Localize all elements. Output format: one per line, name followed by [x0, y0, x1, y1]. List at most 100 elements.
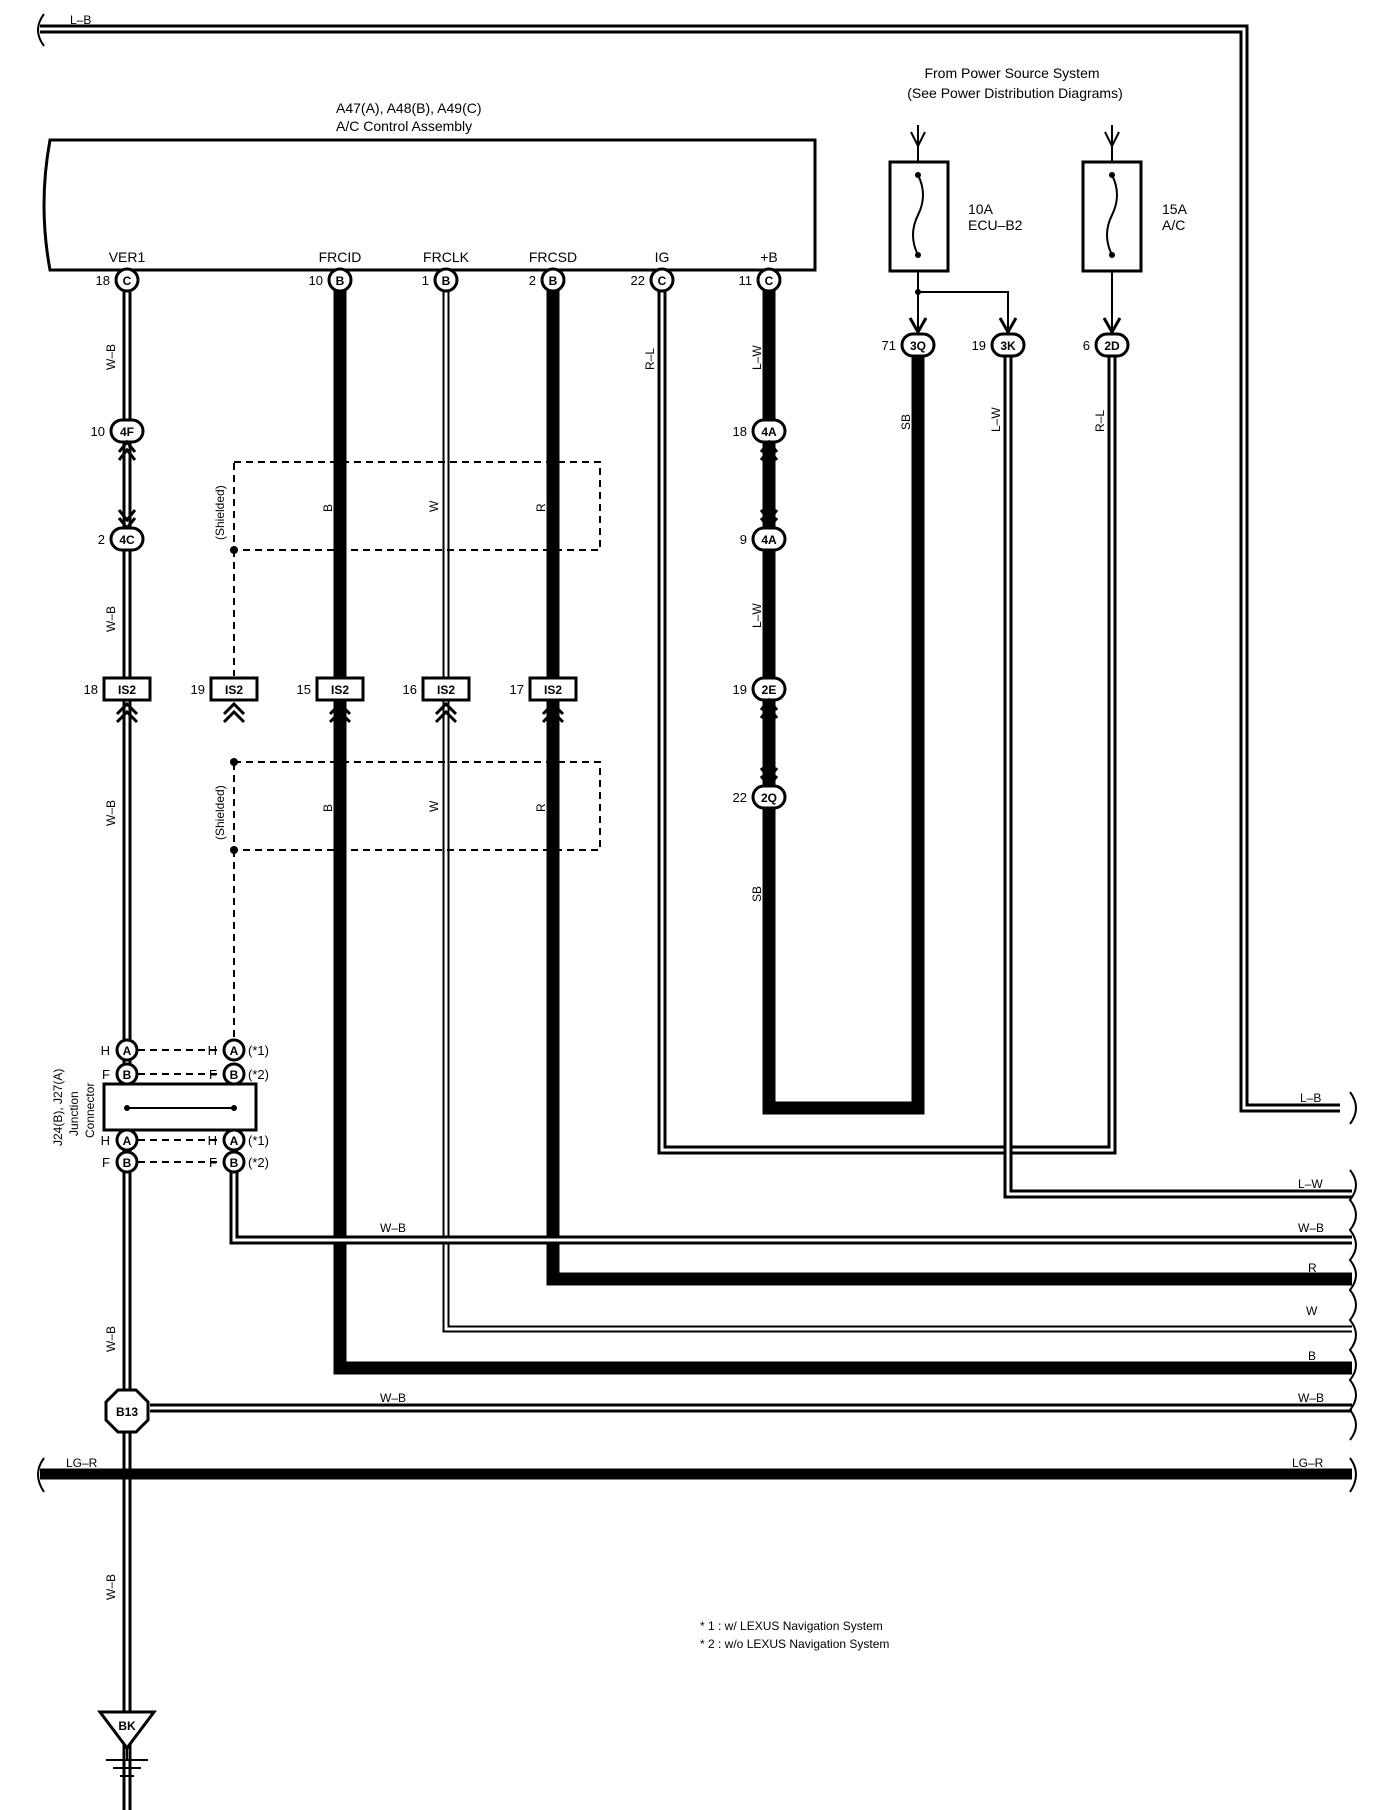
svg-text:F: F	[102, 1155, 110, 1170]
svg-text:W–B: W–B	[380, 1221, 406, 1235]
wire-ig-r-l	[657, 290, 1117, 1155]
svg-text:(*2): (*2)	[248, 1155, 269, 1170]
svg-text:W–B: W–B	[104, 344, 118, 370]
svg-text:B: B	[336, 274, 345, 288]
svg-text:B: B	[123, 1068, 132, 1082]
shielded-label-bottom: (Shielded)	[213, 785, 227, 840]
note-1: * 1 : w/ LEXUS Navigation System	[700, 1619, 883, 1633]
svg-text:W–B: W–B	[1298, 1391, 1324, 1405]
assembly-title-1: A47(A), A48(B), A49(C)	[336, 100, 482, 116]
svg-text:IS2: IS2	[331, 683, 349, 697]
wire-frclk-w	[442, 290, 1352, 1333]
note-2: * 2 : w/o LEXUS Navigation System	[700, 1637, 889, 1651]
svg-text:ECU–B2: ECU–B2	[968, 217, 1023, 233]
svg-text:B: B	[230, 1156, 239, 1170]
fuse-15a-ac: 15A A/C	[1081, 160, 1188, 273]
wire-frcid-b	[333, 290, 1352, 1375]
svg-text:A: A	[230, 1044, 239, 1058]
svg-text:A: A	[230, 1134, 239, 1148]
svg-text:A: A	[123, 1134, 132, 1148]
svg-text:15: 15	[297, 682, 311, 697]
svg-text:R: R	[534, 803, 548, 812]
svg-text:BK: BK	[118, 1719, 136, 1733]
svg-text:10: 10	[309, 273, 323, 288]
svg-text:71: 71	[882, 338, 896, 353]
shield-boxes	[138, 461, 601, 1163]
svg-text:2: 2	[98, 532, 105, 547]
svg-text:18: 18	[84, 682, 98, 697]
terminal-pin-plus-b: C 11	[739, 267, 782, 293]
svg-text:4F: 4F	[120, 425, 134, 439]
connector-2d: 2D 6	[1083, 332, 1130, 358]
svg-text:11: 11	[739, 273, 753, 288]
junction-line3: Connector	[83, 1083, 97, 1138]
wire-plus-b	[762, 290, 925, 1115]
svg-text:10: 10	[91, 424, 105, 439]
ac-control-assembly: A47(A), A48(B), A49(C) A/C Control Assem…	[42, 100, 817, 293]
connector-4f: 4F 10	[91, 418, 145, 444]
svg-text:B: B	[442, 274, 451, 288]
svg-text:4A: 4A	[761, 533, 777, 547]
svg-text:(*1): (*1)	[248, 1133, 269, 1148]
svg-text:19: 19	[191, 682, 205, 697]
svg-text:A/C: A/C	[1162, 217, 1185, 233]
svg-text:B: B	[549, 274, 558, 288]
svg-text:R–L: R–L	[1093, 410, 1107, 432]
svg-text:2E: 2E	[762, 683, 777, 697]
svg-text:L–W: L–W	[750, 345, 764, 370]
connector-3q: 3Q 71	[882, 332, 936, 358]
svg-text:3K: 3K	[1000, 339, 1016, 353]
svg-text:W: W	[427, 800, 441, 812]
splice-b13: B13	[104, 1388, 150, 1434]
svg-text:B: B	[230, 1068, 239, 1082]
terminal-name-frcid: FRCID	[319, 249, 362, 265]
svg-text:(*1): (*1)	[248, 1043, 269, 1058]
svg-text:W: W	[427, 500, 441, 512]
terminal-name-plus-b: +B	[760, 249, 778, 265]
svg-text:3Q: 3Q	[910, 339, 926, 353]
svg-text:H: H	[101, 1133, 110, 1148]
svg-text:9: 9	[740, 532, 747, 547]
svg-text:L–B: L–B	[70, 13, 91, 27]
svg-text:C: C	[765, 274, 774, 288]
svg-text:R: R	[534, 503, 548, 512]
power-source: From Power Source System (See Power Dist…	[882, 65, 1188, 358]
svg-text:6: 6	[1083, 338, 1090, 353]
svg-text:B13: B13	[116, 1405, 138, 1419]
junction-line2: Junction	[67, 1091, 81, 1136]
svg-text:R–L: R–L	[643, 348, 657, 370]
svg-text:F: F	[102, 1067, 110, 1082]
svg-text:L–W: L–W	[989, 407, 1003, 432]
svg-text:B: B	[1308, 1349, 1316, 1363]
fuse-10a-ecu-b2: 10A ECU–B2	[888, 160, 1023, 273]
svg-text:2: 2	[529, 273, 536, 288]
svg-text:(*2): (*2)	[248, 1067, 269, 1082]
svg-text:IS2: IS2	[544, 683, 562, 697]
svg-text:22: 22	[631, 273, 645, 288]
svg-text:15A: 15A	[1162, 201, 1188, 217]
junction-top-row-b: F B F B (*2)	[102, 1062, 269, 1086]
junction-connector: J24(B), J27(A) Junction Connector H A H …	[51, 1038, 269, 1174]
svg-text:18: 18	[96, 273, 110, 288]
terminal-name-ig: IG	[655, 249, 670, 265]
notes: * 1 : w/ LEXUS Navigation System * 2 : w…	[700, 1619, 889, 1651]
wire-color-labels: L–B L–B W–B W–B W–B W–B W–B (Shielded) (…	[66, 13, 1324, 1600]
svg-text:4C: 4C	[119, 533, 135, 547]
junction-top-row-a: H A H A (*1)	[101, 1038, 269, 1062]
terminal-name-frclk: FRCLK	[423, 249, 470, 265]
connector-is2-15: IS2 15	[297, 676, 365, 702]
terminal-pin-ver1: C 18	[96, 267, 140, 293]
assembly-title-2: A/C Control Assembly	[336, 118, 472, 134]
junction-title: J24(B), J27(A)	[51, 1069, 65, 1146]
svg-text:2D: 2D	[1104, 339, 1120, 353]
svg-text:F: F	[209, 1067, 217, 1082]
svg-text:C: C	[123, 274, 132, 288]
wire-frcsd-r	[546, 290, 1352, 1286]
